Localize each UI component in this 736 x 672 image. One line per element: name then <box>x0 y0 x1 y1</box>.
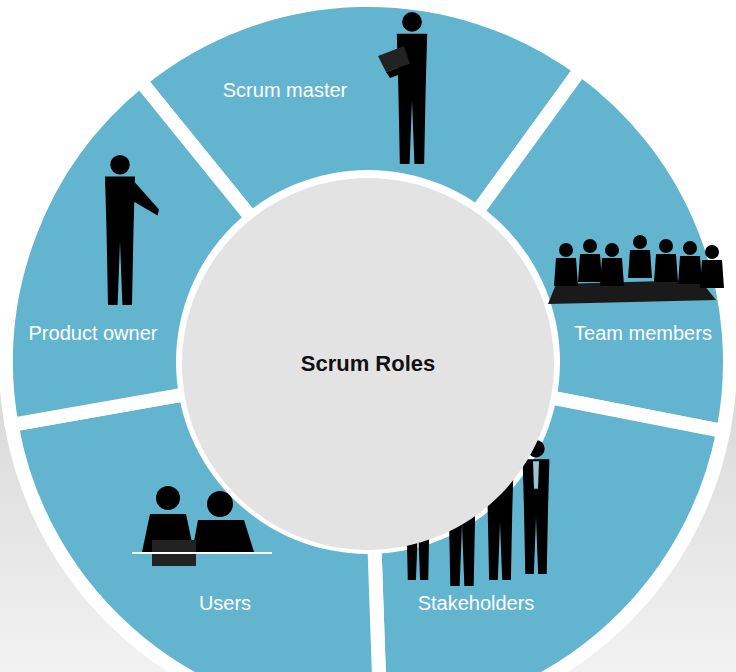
role-label: Team members <box>570 322 716 345</box>
hub-title: Scrum Roles <box>301 351 436 377</box>
person-silhouette <box>397 12 427 164</box>
desk <box>132 552 272 554</box>
role-segment: Product owner <box>25 322 162 345</box>
user-head <box>207 491 233 517</box>
team-head <box>605 243 619 257</box>
team-head <box>705 245 719 259</box>
role-segment: Team members <box>570 322 716 345</box>
team-body <box>654 254 678 282</box>
team-body <box>700 260 724 288</box>
team-body <box>600 258 624 286</box>
team-body <box>628 250 652 278</box>
user-head <box>156 486 180 510</box>
user-body <box>192 520 254 552</box>
person-silhouette <box>105 155 159 305</box>
laptop <box>386 64 412 78</box>
team-body <box>554 258 578 286</box>
role-label: Product owner <box>25 322 162 345</box>
role-label: Users <box>195 592 255 615</box>
role-label: Stakeholders <box>414 592 539 615</box>
team-body <box>578 254 602 282</box>
role-label: Scrum master <box>219 79 351 102</box>
team-head <box>583 239 597 253</box>
team-body <box>678 256 702 284</box>
hub-circle: Scrum Roles <box>182 178 554 550</box>
role-segment: Scrum master <box>219 79 351 102</box>
team-head <box>659 239 673 253</box>
team-head <box>559 243 573 257</box>
team-head <box>683 241 697 255</box>
role-segment: Stakeholders <box>414 592 539 615</box>
team-head <box>633 235 647 249</box>
role-segment: Users <box>195 592 255 615</box>
